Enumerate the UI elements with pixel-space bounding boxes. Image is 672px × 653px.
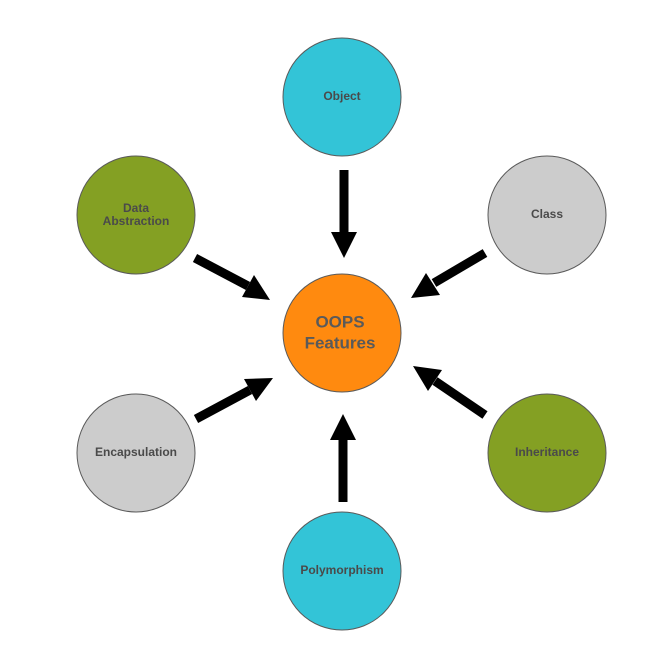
data-abstraction-label-line1: Data [123,201,149,215]
node-encapsulation: Encapsulation [76,393,196,513]
data-abstraction-label-line2: Abstraction [103,214,170,228]
center-label-line1: OOPS [315,312,364,331]
encapsulation-label: Encapsulation [95,445,177,459]
node-class: Class [487,155,607,275]
arrow-inheritance-to-center [413,366,488,419]
polymorphism-circle [282,511,402,631]
object-label: Object [323,89,360,103]
inheritance-circle [487,393,607,513]
node-inheritance: Inheritance [487,393,607,513]
encapsulation-circle [76,393,196,513]
arrow-object-to-center [331,170,357,258]
arrow-encapsulation-to-center [193,378,273,423]
class-label: Class [531,207,563,221]
object-circle [282,37,402,157]
node-object: Object [282,37,402,157]
arrow-polymorphism-to-center [330,414,356,502]
arrow-data-abstraction-to-center [192,254,270,300]
node-polymorphism: Polymorphism [282,511,402,631]
center-label-line2: Features [305,333,376,352]
class-circle [487,155,607,275]
data-abstraction-circle [76,155,196,275]
node-data-abstraction: Data Abstraction [76,155,196,275]
inheritance-label: Inheritance [515,445,579,459]
arrow-class-to-center [411,249,488,298]
polymorphism-label: Polymorphism [300,563,383,577]
center-circle [282,273,402,393]
center-node-oops-features: OOPS Features [282,273,402,393]
